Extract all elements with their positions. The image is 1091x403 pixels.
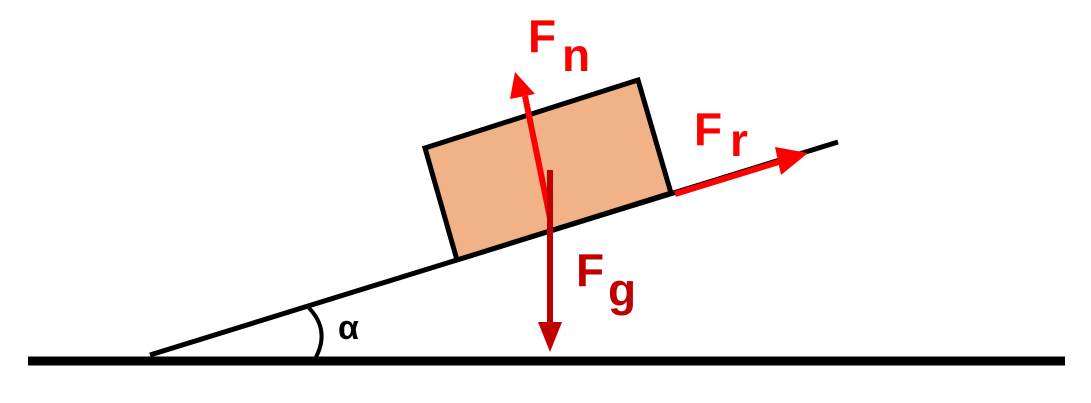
gravity-force-arrow-head bbox=[538, 322, 562, 352]
normal-force-label: F n bbox=[528, 10, 590, 81]
friction-force-label-sub: r bbox=[730, 114, 748, 166]
angle-label: α bbox=[338, 309, 359, 347]
normal-force-arrow-shaft bbox=[522, 95, 553, 219]
angle-arc bbox=[307, 306, 324, 358]
friction-force-arrow-shaft bbox=[674, 157, 786, 197]
friction-force-arrow-head bbox=[775, 147, 808, 175]
gravity-force-label-sub: g bbox=[608, 264, 636, 316]
gravity-force-label-main: F bbox=[576, 244, 604, 296]
gravity-force-label: F g bbox=[576, 244, 636, 316]
normal-force-label-main: F bbox=[528, 10, 556, 62]
friction-force-label-main: F bbox=[694, 103, 722, 155]
friction-force-label: F r bbox=[694, 103, 748, 166]
normal-force-arrow-head bbox=[510, 72, 535, 99]
normal-force-label-sub: n bbox=[562, 29, 590, 81]
